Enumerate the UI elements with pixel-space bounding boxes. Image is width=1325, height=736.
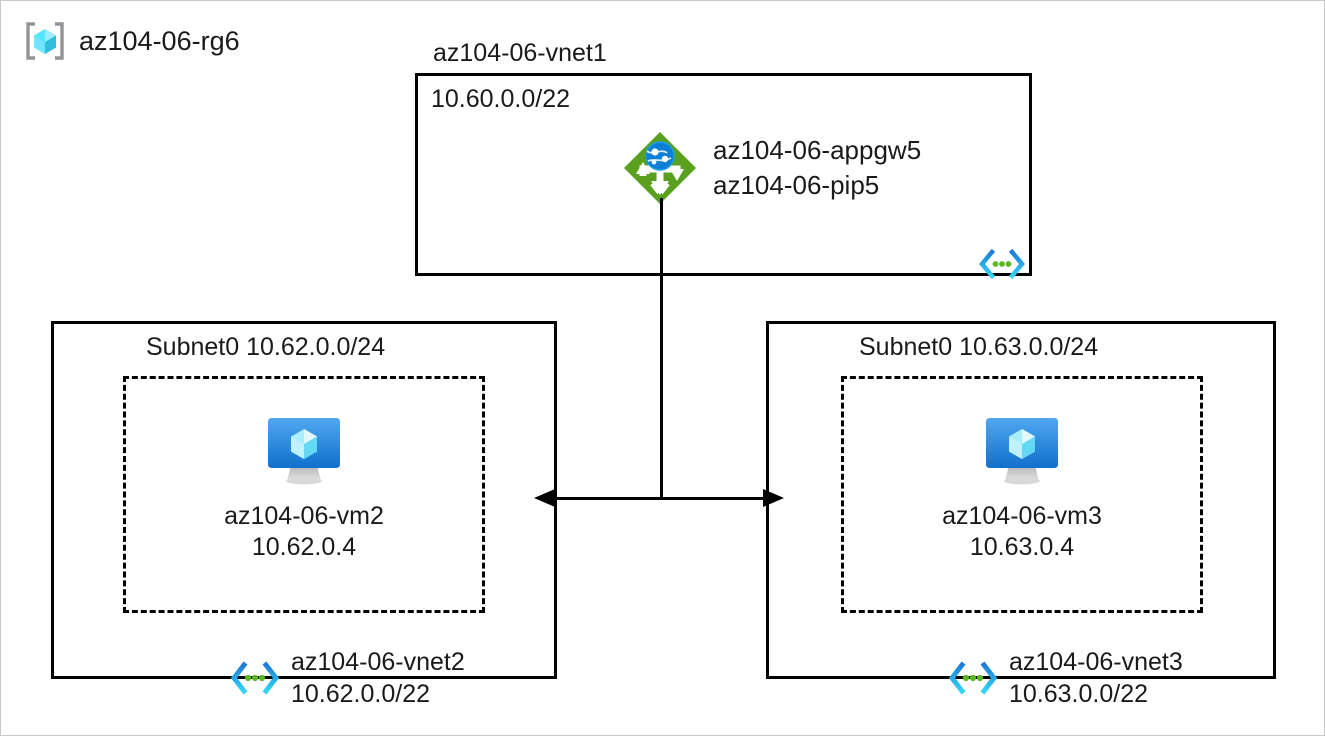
vm2-name: az104-06-vm2 — [224, 502, 384, 530]
appgw-name: az104-06-appgw5 — [713, 134, 922, 165]
vm3-group: az104-06-vm3 10.63.0.4 — [902, 413, 1142, 564]
resource-group-header: az104-06-rg6 — [23, 21, 240, 61]
resource-group-icon — [23, 21, 67, 61]
vnet2-cidr: 10.62.0.0/22 — [291, 680, 431, 708]
vnet1-box — [415, 73, 1032, 276]
vm3-name: az104-06-vm3 — [942, 502, 1102, 530]
vnet2-subnet-dashed-border — [123, 376, 485, 613]
application-gateway-icon — [621, 129, 699, 207]
resource-group-label: az104-06-rg6 — [79, 25, 240, 56]
vnet1-cidr: 10.60.0.0/22 — [431, 85, 571, 113]
vnet1-title: az104-06-vnet1 — [433, 39, 607, 67]
application-gateway-group: az104-06-appgw5 az104-06-pip5 — [621, 129, 921, 207]
vnet3-badge: az104-06-vnet3 10.63.0.0/22 — [947, 646, 1183, 710]
vnet1-virtual-network-icon — [978, 248, 1026, 280]
appgw-public-ip: az104-06-pip5 — [713, 170, 880, 200]
gateway-vertical-connector — [660, 198, 663, 499]
application-gateway-labels: az104-06-appgw5 az104-06-pip5 — [713, 133, 921, 203]
vm2-ip: 10.62.0.4 — [251, 533, 357, 562]
vnet3-subnet-title: Subnet0 10.63.0.0/24 — [859, 333, 1099, 361]
arrow-head-left — [534, 489, 555, 507]
vnet3-virtual-network-icon — [947, 660, 999, 696]
vnet2-labels: az104-06-vnet2 10.62.0.0/22 — [291, 646, 465, 710]
vnet2-virtual-network-icon — [229, 660, 281, 696]
peering-bidirectional-arrow — [534, 489, 784, 507]
virtual-machine-icon — [979, 413, 1065, 487]
vnet2-box — [51, 321, 557, 679]
vnet3-subnet-dashed-border — [841, 376, 1203, 613]
vnet2-badge: az104-06-vnet2 10.62.0.0/22 — [229, 646, 465, 710]
virtual-machine-icon — [261, 413, 347, 487]
vnet3-cidr: 10.63.0.0/22 — [1009, 680, 1149, 708]
vnet2-name: az104-06-vnet2 — [291, 648, 465, 676]
vnet2-subnet-title: Subnet0 10.62.0.0/24 — [146, 333, 386, 361]
vnet3-labels: az104-06-vnet3 10.63.0.0/22 — [1009, 646, 1183, 710]
vm3-ip: 10.63.0.4 — [969, 533, 1075, 562]
vm2-group: az104-06-vm2 10.62.0.4 — [184, 413, 424, 564]
vnet3-box — [766, 321, 1276, 679]
vnet3-name: az104-06-vnet3 — [1009, 648, 1183, 676]
